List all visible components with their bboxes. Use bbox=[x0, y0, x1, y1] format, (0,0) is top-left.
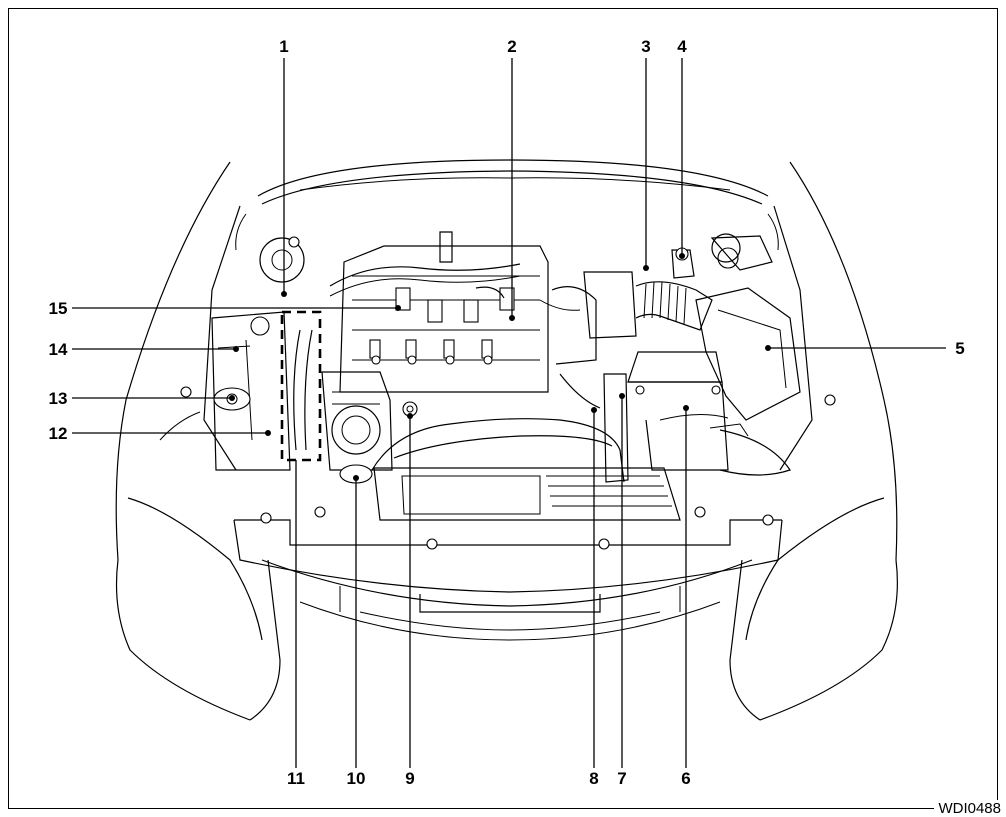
figure-code: WDI0488 bbox=[934, 800, 1004, 817]
callout-2: 2 bbox=[507, 37, 516, 56]
leader-lines bbox=[72, 58, 946, 768]
callout-1: 1 bbox=[279, 37, 288, 56]
callout-3: 3 bbox=[641, 37, 650, 56]
callout-12: 12 bbox=[49, 424, 68, 443]
callout-6: 6 bbox=[681, 769, 690, 788]
callout-labels: 1 2 3 4 5 6 7 8 9 10 11 12 13 14 15 bbox=[49, 37, 965, 788]
callout-14: 14 bbox=[49, 340, 68, 359]
figure-frame bbox=[8, 8, 998, 809]
callout-11: 11 bbox=[287, 769, 305, 788]
dashed-area-11 bbox=[280, 310, 322, 462]
hood-and-body-outline bbox=[115, 159, 898, 721]
callout-9: 9 bbox=[405, 769, 414, 788]
callout-4: 4 bbox=[677, 37, 687, 56]
callout-7: 7 bbox=[617, 769, 626, 788]
callout-10: 10 bbox=[347, 769, 366, 788]
callout-15: 15 bbox=[49, 299, 68, 318]
engine-block bbox=[180, 231, 836, 550]
callout-5: 5 bbox=[955, 339, 964, 358]
callout-8: 8 bbox=[589, 769, 598, 788]
callout-13: 13 bbox=[49, 389, 68, 408]
